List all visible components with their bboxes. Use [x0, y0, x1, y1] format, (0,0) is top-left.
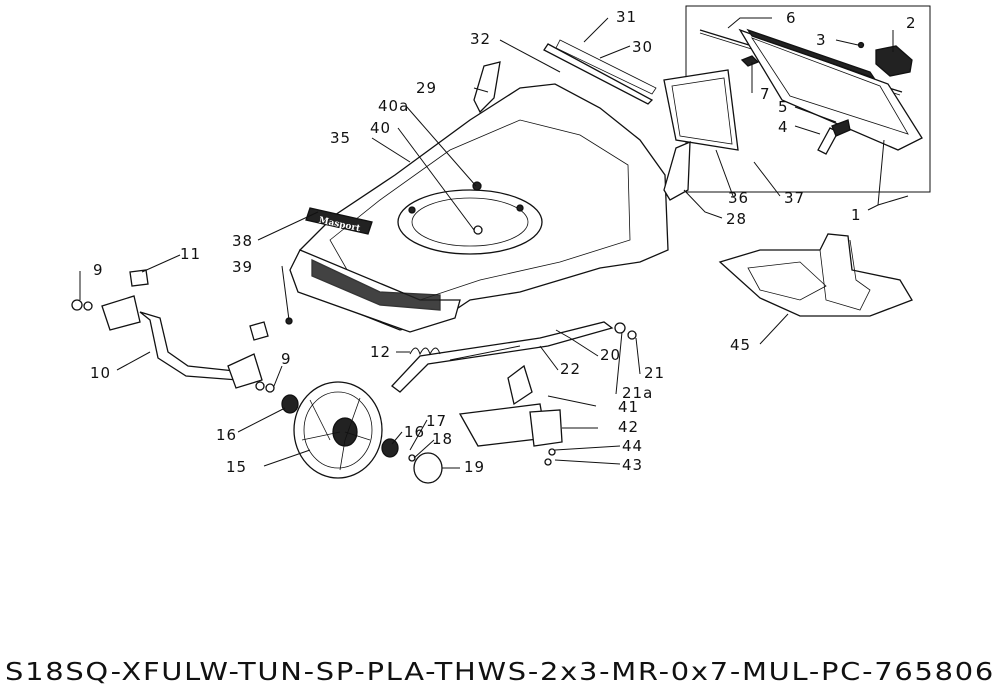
model-code: S18SQ-XFULW-TUN-SP-PLA-THWS-2x3-MR-0x7-M…: [5, 657, 995, 686]
label-19: 19: [464, 458, 485, 476]
leader-lines: [79, 17, 909, 469]
label-28: 28: [726, 210, 747, 228]
label-11: 11: [180, 245, 201, 263]
label-15: 15: [226, 458, 247, 476]
label-12: 12: [370, 343, 391, 361]
label-16-right: 16: [404, 423, 425, 441]
label-2: 2: [906, 14, 917, 32]
label-42: 42: [618, 418, 639, 436]
label-4: 4: [778, 118, 789, 136]
mower-deck: Masport: [285, 83, 669, 333]
label-44: 44: [622, 437, 643, 455]
label-9-left: 9: [93, 261, 104, 279]
wheel: [281, 381, 443, 484]
label-37: 37: [784, 189, 805, 207]
label-7: 7: [760, 85, 771, 103]
label-17: 17: [426, 412, 447, 430]
label-18: 18: [432, 430, 453, 448]
label-38: 38: [232, 232, 253, 250]
label-39: 39: [232, 258, 253, 276]
label-21a: 21a: [622, 384, 653, 402]
part-labels: 1 2 3 4 5 6 7 9 9 10 11 12 15 16 16 17 1…: [90, 8, 917, 476]
label-40a: 40a: [378, 97, 409, 115]
label-9-right: 9: [281, 350, 292, 368]
label-6: 6: [786, 9, 797, 27]
label-1: 1: [851, 206, 862, 224]
label-31: 31: [616, 8, 637, 26]
rear-axle: [391, 321, 614, 393]
catcher-inset: [685, 5, 931, 193]
label-10: 10: [90, 364, 111, 382]
spring: [409, 347, 441, 356]
label-29: 29: [416, 79, 437, 97]
label-45: 45: [730, 336, 751, 354]
label-36: 36: [728, 189, 749, 207]
label-21: 21: [644, 364, 665, 382]
label-30: 30: [632, 38, 653, 56]
label-41: 41: [618, 398, 639, 416]
label-35: 35: [330, 129, 351, 147]
grass-bag: [718, 233, 913, 317]
label-32: 32: [470, 30, 491, 48]
label-3: 3: [816, 31, 827, 49]
label-22: 22: [560, 360, 581, 378]
label-43: 43: [622, 456, 643, 474]
rear-parts: [473, 39, 739, 201]
label-40: 40: [370, 119, 391, 137]
label-20: 20: [600, 346, 621, 364]
mulch-plates: [458, 364, 563, 447]
label-16-left: 16: [216, 426, 237, 444]
label-5: 5: [778, 98, 789, 116]
axle-assembly: [101, 295, 263, 389]
